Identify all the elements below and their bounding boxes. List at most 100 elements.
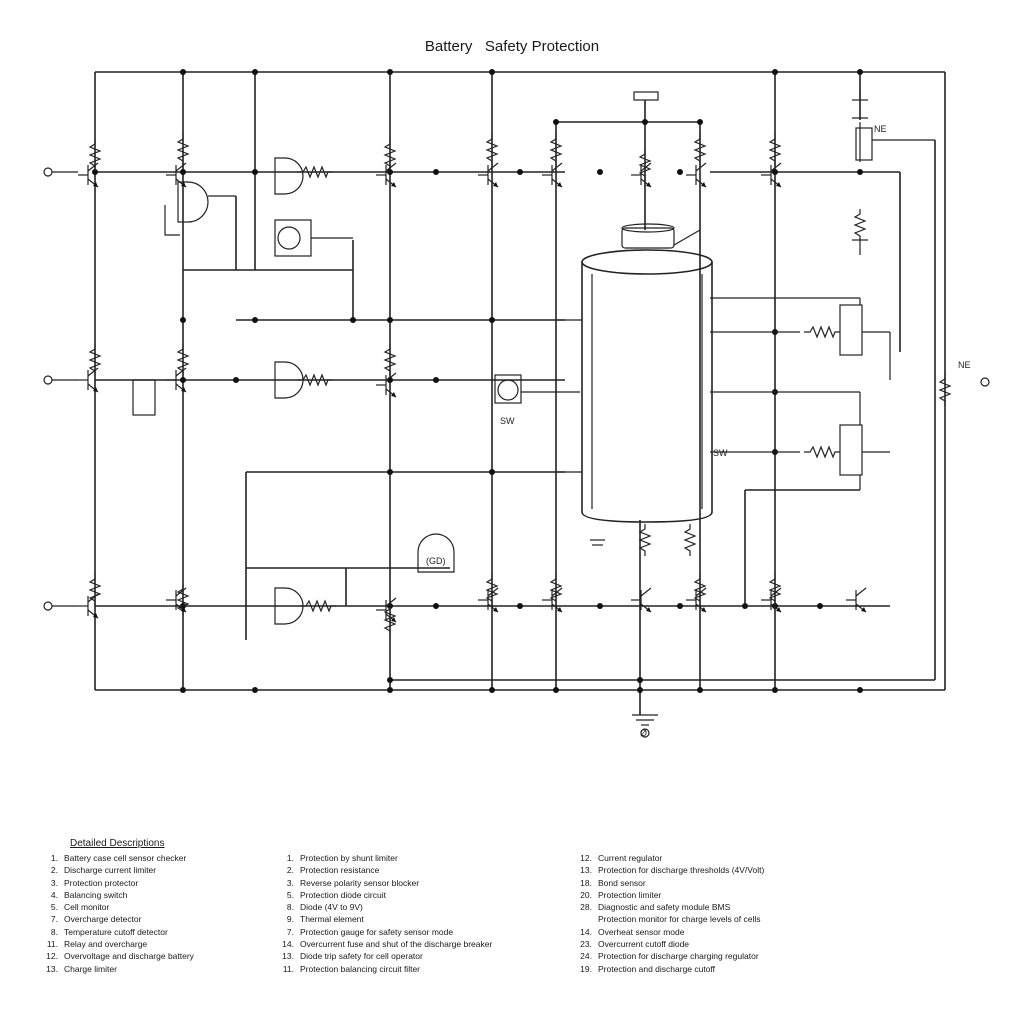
switch-b: (GD)	[417, 533, 455, 573]
description-number: 14.	[282, 939, 294, 950]
description-number	[570, 913, 598, 925]
description-text: Thermal element	[300, 914, 364, 925]
junction-dots	[92, 69, 863, 693]
edge-connectors	[43, 167, 990, 738]
component-labels: SW SW NE NE Ø	[500, 124, 971, 738]
description-number: 5.	[286, 889, 294, 900]
description-text: Protection by shunt limiter	[300, 853, 398, 863]
description-number: 4.	[50, 889, 58, 900]
logic-gates	[132, 157, 353, 625]
description-number: 3.	[50, 877, 58, 888]
description-item: 1. Protection by shunt limiter	[272, 852, 492, 864]
description-item: 13.Protection for discharge thresholds (…	[570, 864, 764, 876]
description-number: 11.	[46, 939, 58, 950]
description-text: Bond sensor	[598, 877, 646, 888]
description-text: Discharge current limiter	[64, 865, 157, 876]
description-item: 18.Bond sensor	[570, 877, 764, 889]
description-text: Temperature cutoff detector	[64, 926, 168, 937]
description-item: 14. Overheat sensor mode	[570, 926, 764, 938]
description-text: Battery case cell sensor checker	[64, 853, 187, 863]
description-number: 13.	[282, 951, 294, 962]
description-number: 8.	[50, 926, 58, 937]
description-item: 11. Protection balancing circuit filter	[272, 963, 492, 975]
description-number: 9.	[286, 914, 294, 925]
descriptions-col-1: 1. Battery case cell sensor checker 2. Disc…	[36, 852, 194, 975]
description-text: Reverse polarity sensor blocker	[300, 877, 420, 888]
description-number: 8.	[286, 902, 294, 913]
description-item: Protection monitor for charge levels of …	[570, 913, 764, 925]
description-number: 7.	[286, 926, 294, 937]
description-number: 20.	[580, 889, 592, 900]
description-text: Overheat sensor mode	[598, 926, 685, 937]
description-text: Protection resistance	[300, 865, 380, 876]
description-number: 14.	[580, 926, 592, 937]
description-item: 12. Overvoltage and discharge battery	[36, 950, 194, 962]
description-text: Overcurrent fuse and shut of the dischar…	[300, 939, 493, 950]
description-number: 1.	[50, 853, 58, 863]
description-number: 12.	[46, 951, 58, 962]
description-item: 14. Overcurrent fuse and shut of the disc…	[272, 938, 492, 950]
description-item: 28.Diagnostic and safety module BMS	[570, 901, 764, 913]
description-text: Protection gauge for safety sensor mode	[300, 926, 454, 937]
description-text: Overcurrent cutoff diode	[598, 939, 690, 950]
description-number: 28.	[580, 902, 592, 913]
description-item: 5. Protection diode circuit	[272, 889, 492, 901]
description-item: 8. Temperature cutoff detector	[36, 926, 194, 938]
description-item: 5.Cell monitor	[36, 901, 194, 913]
description-number: 12.	[580, 853, 592, 863]
diagram-title: Battery Safety Protection	[424, 38, 600, 55]
description-text: Charge limiter	[64, 963, 117, 974]
description-item: 11. Relay and overcharge	[36, 938, 194, 950]
cap-label: NE	[874, 124, 887, 134]
description-item: 24.Protection for discharge charging reg…	[570, 950, 764, 962]
description-text: Protection and discharge cutoff	[598, 963, 716, 974]
battery-cell	[556, 91, 713, 523]
description-text: Diode trip safety for cell operator	[300, 951, 423, 962]
description-number: 3.	[286, 877, 294, 888]
description-item: 19. Protection and discharge cutoff	[570, 963, 764, 975]
description-item: 8. Diode (4V to 9V)	[272, 901, 492, 913]
description-item: 13. Diode trip safety for cell operator	[272, 950, 492, 962]
description-item: 2. Discharge current limiter	[36, 864, 194, 876]
description-text: Cell monitor	[64, 902, 110, 913]
descriptions-panel: Detailed Descriptions 1. Battery case cel…	[0, 838, 1024, 988]
circuit-schematic: (GD)	[43, 69, 990, 738]
description-item: 4.Balancing switch	[36, 889, 194, 901]
description-item: 2. Protection resistance	[272, 864, 492, 876]
description-item: 23.Overcurrent cutoff diode	[570, 938, 764, 950]
description-number: 2.	[50, 865, 58, 876]
description-text: Protection for discharge charging regula…	[598, 951, 759, 962]
description-number: 19.	[580, 963, 592, 974]
description-text: Protection for discharge thresholds (4V/…	[598, 865, 765, 876]
description-text: Overvoltage and discharge battery	[64, 951, 194, 962]
description-text: Protection monitor for charge levels of …	[598, 914, 761, 925]
svg-text:(GD): (GD)	[426, 556, 446, 566]
description-text: Protection diode circuit	[300, 889, 386, 900]
description-item: 12. Current regulator	[570, 852, 764, 864]
description-item: 1. Battery case cell sensor checker	[36, 852, 194, 864]
descriptions-title: Detailed Descriptions	[70, 838, 165, 849]
resistors	[89, 133, 951, 637]
description-text: Diode (4V to 9V)	[300, 902, 363, 913]
switch-a	[494, 374, 580, 404]
description-item: 3. Reverse polarity sensor blocker	[272, 877, 492, 889]
description-number: 13.	[46, 963, 58, 974]
description-text: Overcharge detector	[64, 914, 142, 925]
description-number: 2.	[286, 865, 294, 876]
description-text: Current regulator	[598, 853, 663, 863]
description-number: 11.	[282, 963, 294, 974]
description-text: Relay and overcharge	[64, 939, 148, 950]
description-item: 7. Protection gauge for safety sensor mod…	[272, 926, 492, 938]
description-text: Protection balancing circuit filter	[300, 963, 421, 974]
description-number: 1.	[286, 853, 294, 863]
description-text: Protection protector	[64, 877, 139, 888]
switch-label-a: SW	[500, 416, 515, 426]
right-modules	[710, 90, 935, 490]
description-text: Protection limiter	[598, 889, 662, 900]
ne-label: NE	[958, 360, 971, 370]
description-item: 13. Charge limiter	[36, 963, 194, 975]
description-item: 20. Protection limiter	[570, 889, 764, 901]
description-item: 9. Thermal element	[272, 913, 492, 925]
description-number: 7.	[50, 914, 58, 925]
